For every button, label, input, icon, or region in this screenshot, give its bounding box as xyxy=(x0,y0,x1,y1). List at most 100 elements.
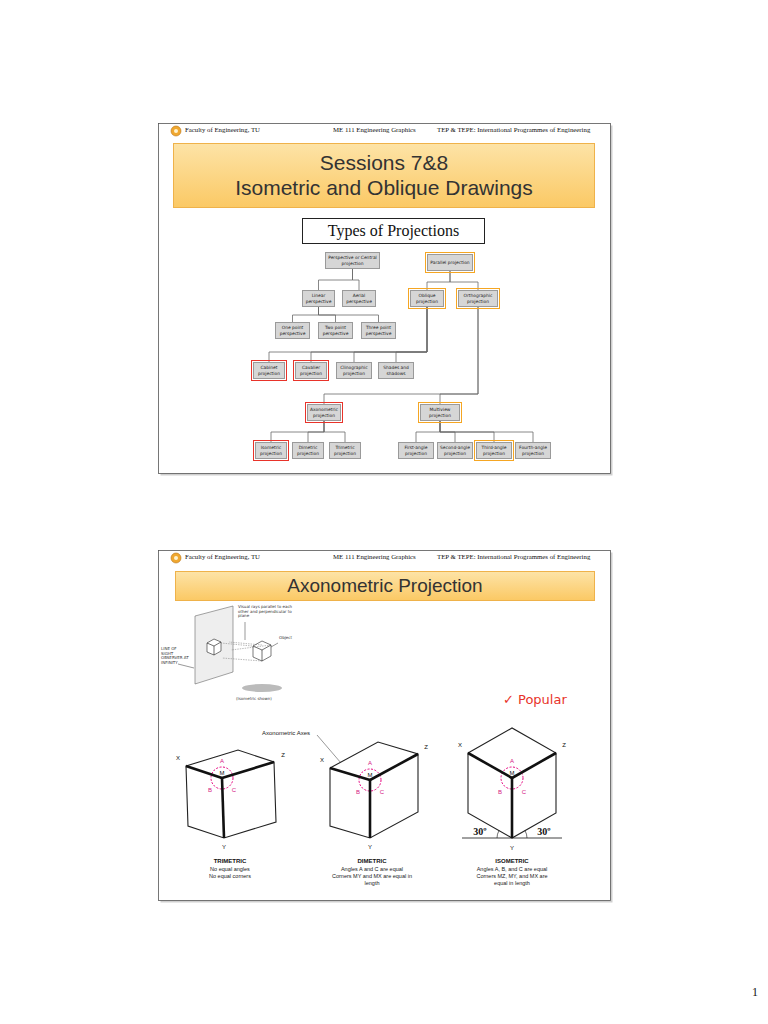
axis-letter: Y xyxy=(368,844,372,850)
faculty-logo-core xyxy=(174,556,178,560)
node-text: Perspective or Central projection xyxy=(327,255,378,265)
visual-ray xyxy=(231,645,271,650)
angle-letter: B xyxy=(356,789,360,795)
node-text: Sessions 7&8 xyxy=(320,151,448,175)
heading-box: Types of Projections xyxy=(302,218,485,244)
object-shadow xyxy=(242,684,282,692)
category-box: Three point perspective xyxy=(361,322,396,339)
visual-ray xyxy=(222,658,262,661)
category-box: Orthographic projection xyxy=(458,290,498,307)
cube-figure xyxy=(253,641,271,661)
node-text: Shades and shadows xyxy=(380,365,412,375)
axonometric-axis xyxy=(370,754,418,780)
category-box: Two point perspective xyxy=(318,322,353,339)
category-box: Second-angle projection xyxy=(437,442,473,459)
tree-connector xyxy=(324,421,345,442)
node-text: First-angle projection xyxy=(400,445,432,455)
angle-letter: A xyxy=(510,758,514,764)
tree-connector xyxy=(319,307,379,322)
tree-connector xyxy=(353,269,360,290)
node-text: Axonometric projection xyxy=(309,407,339,417)
cube-outline xyxy=(186,750,276,838)
cube-edge xyxy=(214,642,221,646)
axis-letter: X xyxy=(176,755,180,761)
category-box: Fourth-angle projection xyxy=(515,442,551,459)
callout-text: (Isometric shown) xyxy=(236,697,272,702)
axonometric-axis xyxy=(369,780,372,838)
angle-letter: B xyxy=(208,787,212,793)
figure-caption: ISOMETRIC xyxy=(470,858,554,865)
angle-letter: A xyxy=(368,760,372,766)
category-box: One point perspective xyxy=(275,322,310,339)
node-text: Cavalier projection xyxy=(297,365,325,375)
angle-letter: B xyxy=(498,789,502,795)
node-text: Oblique projection xyxy=(412,293,442,303)
tree-connector xyxy=(440,307,478,404)
cube-figure xyxy=(468,728,556,838)
axis-letter: Y xyxy=(222,844,226,850)
tree-connector xyxy=(319,269,353,290)
tree-connector xyxy=(271,421,324,442)
figure-caption: Angles A and C are equal xyxy=(330,866,414,873)
faculty-logo xyxy=(171,126,181,136)
figure-caption: No equal corners xyxy=(188,873,272,880)
cube-figure xyxy=(207,639,221,655)
cube-outline xyxy=(253,641,271,661)
cube-figure xyxy=(186,750,276,838)
callout-text: LINE OF SIGHT OBSERVER AT INFINITY xyxy=(161,647,189,665)
figure-caption: No equal angles xyxy=(188,866,272,873)
header-text: Faculty of Engineering, TU xyxy=(185,126,260,134)
node-text: One point perspective xyxy=(277,325,308,335)
node-text: Parallel projection xyxy=(430,260,469,265)
cube-edge xyxy=(262,650,263,661)
header-text: ME 111 Engineering Graphics xyxy=(333,553,416,561)
category-box: Aerial perspective xyxy=(342,290,376,307)
node-text: Multiview projection xyxy=(422,407,458,417)
category-box: Cavalier projection xyxy=(295,362,327,379)
axonometric-axis xyxy=(222,762,274,778)
tree-connector xyxy=(269,307,427,362)
axis-letter: Z xyxy=(424,744,428,750)
figure-caption: TRIMETRIC xyxy=(188,858,272,865)
tree-connector xyxy=(440,421,533,442)
node-text: Second-angle projection xyxy=(439,445,471,455)
visual-ray xyxy=(229,642,262,645)
axis-letter: Z xyxy=(281,752,285,758)
category-box: Trimetric projection xyxy=(329,442,361,459)
header-text: TEP & TEPE: International Programmes of … xyxy=(437,553,590,561)
angle-arc xyxy=(497,831,499,838)
figure-caption: DIMETRIC xyxy=(330,858,414,865)
note-text: ✓ Popular xyxy=(503,693,567,708)
node-text: Types of Projections xyxy=(328,222,459,240)
leader-line xyxy=(178,664,194,668)
category-box: First-angle projection xyxy=(398,442,434,459)
tree-connector xyxy=(311,307,427,362)
leader-line xyxy=(271,643,278,647)
tree-connector xyxy=(440,421,494,442)
callout-text: Visual rays parallel to each other and p… xyxy=(238,605,294,619)
axonometric-axis xyxy=(511,778,514,838)
node-text: Third-angle projection xyxy=(478,445,510,455)
tree-connector xyxy=(308,421,324,442)
node-text: Trimetric projection xyxy=(331,445,359,455)
cube-edge xyxy=(214,646,215,655)
category-box: Parallel projection xyxy=(427,254,473,271)
axonometric-axis xyxy=(468,753,512,778)
category-box: Axonometric projection xyxy=(307,404,341,421)
cube-outline xyxy=(207,639,221,655)
angle-letter: C xyxy=(232,787,236,793)
category-box: Linear perspective xyxy=(302,290,335,307)
axonometric-axis xyxy=(512,753,556,778)
axonometric-axis xyxy=(222,778,224,838)
slide-frame xyxy=(159,551,611,901)
vertex-letter: M xyxy=(368,772,373,778)
callout-text: Object xyxy=(279,636,292,641)
angle-letter: C xyxy=(380,789,384,795)
node-text: Dimetric projection xyxy=(294,445,322,455)
cube-edge xyxy=(207,643,214,646)
node-text: Linear perspective xyxy=(304,293,333,303)
category-box: Third-angle projection xyxy=(476,442,512,459)
category-box: Multiview projection xyxy=(420,404,460,421)
figure-caption: Corners MY and MX are equal in length xyxy=(330,873,414,886)
